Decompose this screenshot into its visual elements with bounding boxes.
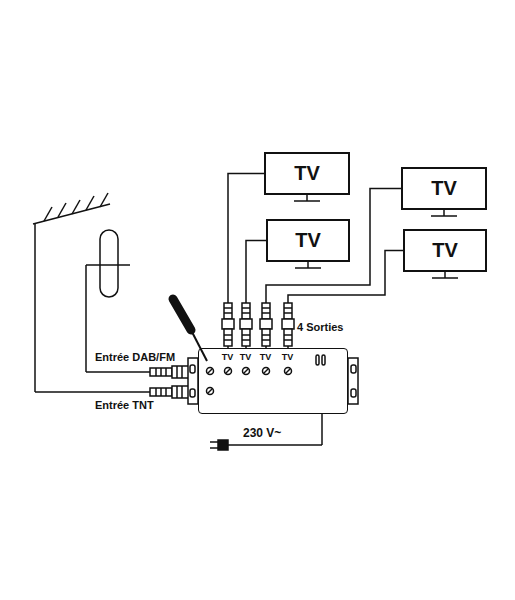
power-cord — [210, 414, 322, 450]
amplifier-housing: TV TV TV TV — [198, 348, 348, 414]
outputs-label: 4 Sorties — [297, 321, 343, 333]
tv-label: TV — [431, 177, 457, 200]
port-label: TV — [222, 352, 234, 362]
screwdriver — [173, 299, 207, 361]
coax-cable — [266, 189, 401, 349]
tv-screen: TV — [264, 152, 350, 195]
input-label: Entrée TNT — [95, 399, 154, 411]
mounting-ear — [188, 358, 358, 404]
tv-screen: TV — [403, 229, 487, 272]
output-plug — [222, 303, 294, 346]
power-label: 230 V~ — [243, 426, 281, 440]
port-label: TV — [240, 352, 252, 362]
port-label: TV — [260, 352, 272, 362]
input-label: Entrée DAB/FM — [95, 351, 175, 363]
port-label: TV — [282, 352, 294, 362]
dab-fm-antenna — [86, 230, 150, 372]
tv-screen: TV — [401, 167, 487, 210]
tv-label: TV — [294, 162, 320, 185]
input-plug — [150, 366, 190, 398]
tv-screen: TV — [266, 219, 350, 262]
tv-label: TV — [295, 229, 321, 252]
tv-label: TV — [432, 239, 458, 262]
coax-cable — [288, 251, 403, 349]
